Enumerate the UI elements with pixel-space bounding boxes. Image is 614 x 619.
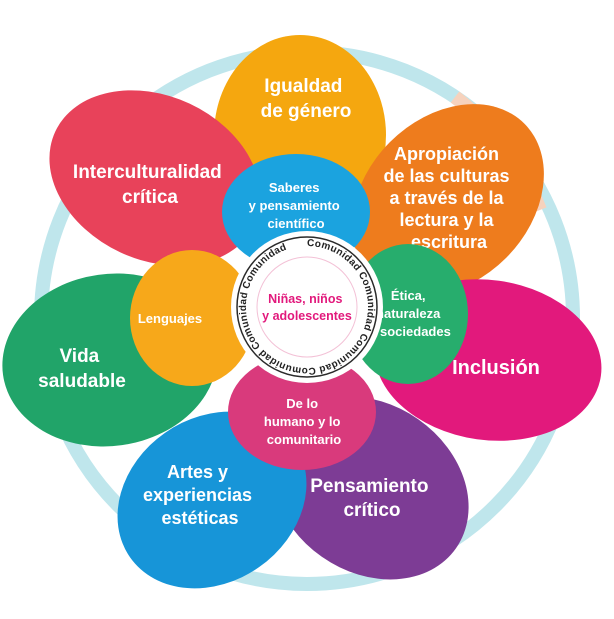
petal-vida-label: Vida saludable <box>38 346 126 392</box>
petal-apropiacion-label: Apropiación de las culturas a través de … <box>383 144 514 252</box>
inner-petal-etica-shape <box>348 244 468 384</box>
petal-igualdad-label: Igualdad de género <box>261 76 352 122</box>
petal-pensamiento-label: Pensamiento crítico <box>310 476 434 521</box>
inner-petal-saberes-label: Saberes y pensamiento científico <box>249 180 344 231</box>
inner-petal-lenguajes-shape <box>130 250 254 386</box>
petal-interculturalidad: Interculturalidad crítica <box>49 90 261 266</box>
inner-petal-humano: De lo humano y lo comunitario <box>228 354 376 470</box>
inner-petal-etica-label: Ética, naturaleza y sociedades <box>369 288 451 339</box>
inner-petal-etica: Ética, naturaleza y sociedades <box>348 244 468 384</box>
petal-interculturalidad-shape <box>49 90 261 266</box>
center-inner-circle <box>256 256 358 358</box>
inner-petal-lenguajes-label: Lenguajes <box>138 311 202 326</box>
inner-petal-humano-shape <box>228 354 376 470</box>
petal-artes-label: Artes y experiencias estéticas <box>143 462 257 528</box>
center-ring-border <box>236 236 378 378</box>
petal-inclusion-label: Inclusión <box>452 357 540 379</box>
petal-interculturalidad-label: Interculturalidad crítica <box>73 162 227 208</box>
inner-petal-lenguajes: Lenguajes <box>130 250 254 386</box>
center-core: Comunidad Comunidad Comunidad Comunidad … <box>231 231 383 383</box>
inner-petal-humano-label: De lo humano y lo comunitario <box>264 396 344 447</box>
center-label: Niñas, niños y adolescentes <box>262 292 352 323</box>
